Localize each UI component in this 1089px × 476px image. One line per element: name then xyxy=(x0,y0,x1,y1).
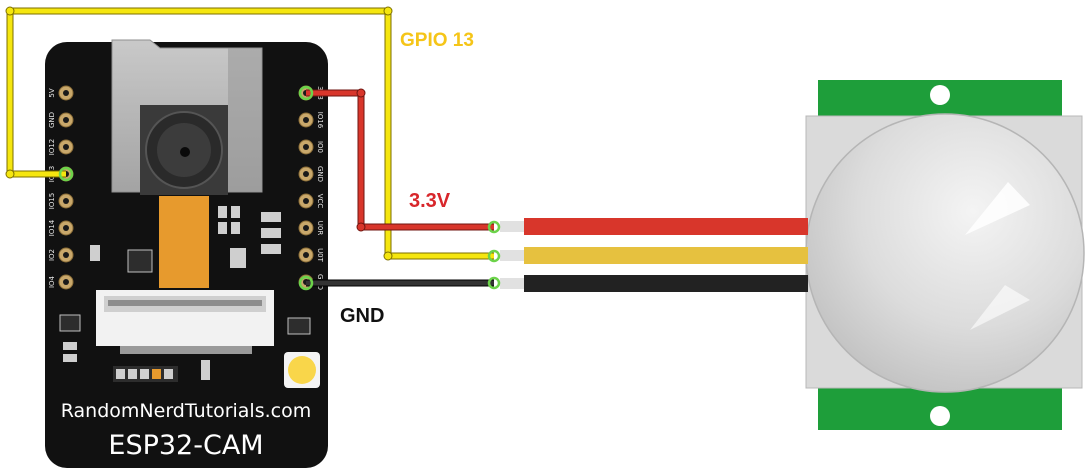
pin-label: IO2 xyxy=(48,249,56,261)
pin-left-2: IO12 xyxy=(48,139,74,155)
pin-left-4: IO15 xyxy=(48,193,74,209)
ffc-connector xyxy=(96,290,274,354)
pin-left-1: GND xyxy=(48,112,74,128)
pin-hole xyxy=(303,198,309,204)
wire-endpoints xyxy=(58,85,501,291)
pin-hole xyxy=(63,279,69,285)
pin-label: U0R xyxy=(316,221,324,236)
flash-led xyxy=(284,352,320,388)
pin-right-1: IO16 xyxy=(298,112,324,129)
signal-wire xyxy=(5,6,494,261)
pin-label: 5V xyxy=(48,88,56,97)
pin-left-0: 5V xyxy=(48,85,74,101)
pin-label: IO16 xyxy=(316,112,324,129)
sensor-leads xyxy=(500,218,808,292)
smd-components xyxy=(59,206,311,382)
pin-hole xyxy=(63,252,69,258)
pir-dome xyxy=(805,113,1085,393)
pin-left-6: IO2 xyxy=(48,247,74,263)
pin-right-4: VCC xyxy=(298,193,324,209)
pin-right-3: GND xyxy=(298,166,324,182)
power-label: 3.3V xyxy=(409,190,451,212)
gpio-label: GPIO 13 xyxy=(400,30,474,51)
pin-right-5: U0R xyxy=(298,220,324,236)
pin-hole xyxy=(63,117,69,123)
board-website: RandomNerdTutorials.com xyxy=(61,400,311,422)
pin-label: U0T xyxy=(316,248,324,263)
pin-label: GND xyxy=(316,166,324,182)
pir-motion-sensor xyxy=(805,80,1085,430)
pin-hole xyxy=(303,117,309,123)
pin-hole xyxy=(63,225,69,231)
pin-label: IO0 xyxy=(316,141,324,153)
pin-label: IO15 xyxy=(48,193,56,209)
pin-label: IO14 xyxy=(48,219,56,236)
camera-module xyxy=(140,105,228,288)
pin-label: IO12 xyxy=(48,139,56,155)
pin-hole xyxy=(63,144,69,150)
pin-right-2: IO0 xyxy=(298,139,324,155)
pin-hole xyxy=(303,252,309,258)
pin-hole xyxy=(303,144,309,150)
pin-hole xyxy=(63,198,69,204)
pin-label: IO4 xyxy=(48,275,56,288)
pin-hole xyxy=(303,225,309,231)
pin-left-7: IO4 xyxy=(48,274,74,290)
ground-label: GND xyxy=(340,305,384,327)
board-name: ESP32-CAM xyxy=(108,430,263,461)
esp32-cam-board: RandomNerdTutorials.com ESP32-CAM 5V GND I… xyxy=(45,39,328,468)
pin-hole xyxy=(303,171,309,177)
pin-hole xyxy=(63,90,69,96)
power-wire xyxy=(306,88,494,232)
pin-label: GND xyxy=(48,112,56,128)
pin-label: VCC xyxy=(316,194,324,209)
pin-right-6: U0T xyxy=(298,247,324,263)
pin-left-5: IO14 xyxy=(48,219,74,236)
